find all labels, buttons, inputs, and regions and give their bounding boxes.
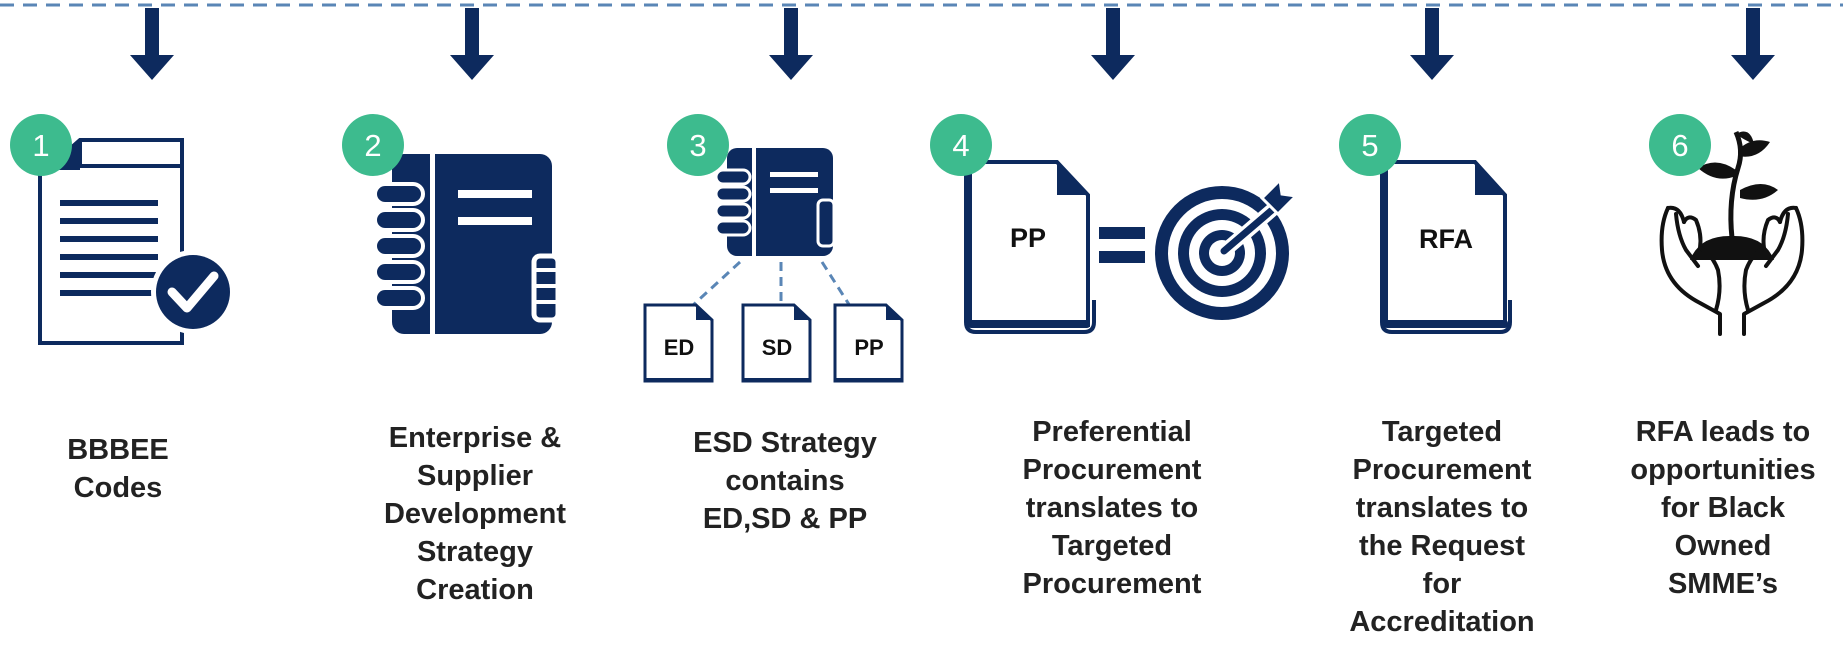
step-1-caption: BBBEE Codes	[0, 431, 236, 507]
caption-line: contains	[725, 465, 845, 497]
step-badges: 1 2 3 4 5 6	[10, 114, 1711, 176]
caption-line: Preferential	[1032, 416, 1192, 448]
svg-text:3: 3	[689, 128, 706, 163]
equals-sign-icon	[1099, 227, 1145, 263]
step-3-doc-sd	[741, 303, 812, 383]
caption-line: Creation	[416, 574, 534, 606]
svg-text:1: 1	[32, 128, 49, 163]
caption-line: RFA leads to	[1635, 416, 1811, 448]
caption-line: Procurement	[1352, 454, 1532, 486]
step-4-document-equals-target-icon: PP	[964, 160, 1300, 334]
caption-line: Supplier	[416, 460, 533, 492]
caption-line: Codes	[73, 472, 163, 504]
svg-text:5: 5	[1361, 128, 1378, 163]
step-3-doc-pp	[833, 303, 904, 383]
step-4-doc-label: PP	[1010, 223, 1046, 253]
step-3-doc-label: SD	[762, 335, 793, 360]
caption-line: for	[1422, 568, 1462, 600]
step-3-notebook-split-icon: ED SD PP	[643, 148, 904, 383]
step-badge-5: 5	[1339, 114, 1401, 176]
svg-text:2: 2	[364, 128, 381, 163]
step-5-document-icon	[1380, 160, 1512, 334]
step-badge-4: 4	[930, 114, 992, 176]
step-badge-6: 6	[1649, 114, 1711, 176]
caption-line: translates to	[1355, 492, 1529, 524]
step-3-doc-label: ED	[664, 335, 695, 360]
step-3-doc-ed	[643, 303, 714, 383]
arrow-down-icon	[450, 8, 494, 80]
step-5-caption: Targeted Procurement translates to the R…	[1312, 413, 1572, 641]
caption-line: Owned	[1674, 530, 1772, 562]
svg-text:4: 4	[952, 128, 969, 163]
caption-line: ESD Strategy	[693, 427, 877, 459]
step-3-caption: ESD Strategy contains ED,SD & PP	[655, 424, 915, 538]
arrow-down-icon	[1410, 8, 1454, 80]
caption-line: Strategy	[416, 536, 534, 568]
caption-line: Development	[383, 498, 567, 530]
caption-line: translates to	[1025, 492, 1199, 524]
caption-line: Enterprise &	[388, 422, 562, 454]
step-2-caption: Enterprise & Supplier Development Strate…	[345, 419, 605, 609]
caption-line: the Request	[1359, 530, 1525, 562]
step-4-caption: Preferential Procurement translates to T…	[982, 413, 1242, 603]
caption-line: SMME’s	[1667, 568, 1779, 600]
caption-line: Targeted	[1051, 530, 1173, 562]
caption-line: BBBEE	[67, 434, 169, 466]
caption-line: ED,SD & PP	[702, 503, 868, 535]
arrow-down-icon	[1731, 8, 1775, 80]
step-6-hands-plant-icon	[1659, 130, 1805, 336]
step-6-caption: RFA leads to opportunities for Black Own…	[1605, 413, 1841, 603]
step-badge-1: 1	[10, 114, 72, 176]
down-arrows	[130, 8, 1775, 80]
step-2-notebook-icon	[373, 154, 561, 334]
caption-line: Targeted	[1381, 416, 1503, 448]
step-1-document-check-icon	[38, 138, 235, 345]
step-5-doc-label: RFA	[1419, 224, 1473, 254]
target-icon	[1155, 176, 1300, 320]
caption-line: opportunities	[1630, 454, 1816, 486]
svg-text:6: 6	[1671, 128, 1688, 163]
step-badge-3: 3	[667, 114, 729, 176]
arrow-down-icon	[1091, 8, 1135, 80]
arrow-down-icon	[130, 8, 174, 80]
caption-line: Accreditation	[1349, 606, 1535, 638]
caption-line: Procurement	[1022, 568, 1202, 600]
caption-line: Procurement	[1022, 454, 1202, 486]
caption-line: for Black	[1660, 492, 1786, 524]
step-badge-2: 2	[342, 114, 404, 176]
step-3-doc-label: PP	[854, 335, 883, 360]
arrow-down-icon	[769, 8, 813, 80]
step-4-pp-document-icon	[964, 160, 1096, 334]
